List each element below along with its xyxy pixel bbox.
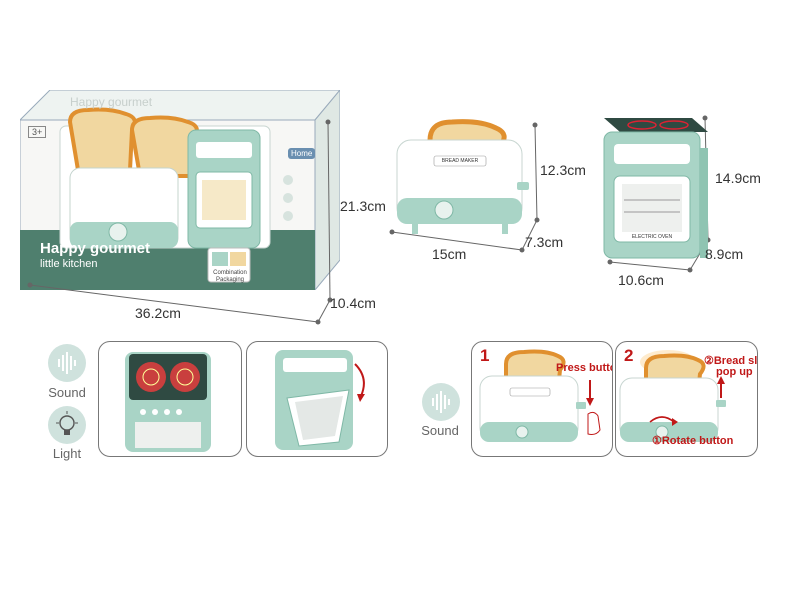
toaster-depth-label: 7.3cm: [525, 234, 564, 250]
light-bulb-icon: [56, 411, 78, 435]
step1-instruction: Press button: [556, 362, 612, 374]
oven-product: ELECTRIC OVEN: [596, 108, 716, 268]
age-badge: 3+: [28, 126, 47, 138]
box-width-label: 36.2cm: [135, 305, 181, 321]
oven-width-label: 10.6cm: [618, 272, 664, 288]
toaster-product: BREAD MAKER: [392, 110, 532, 240]
box-height-label: 21.3cm: [340, 198, 386, 214]
step2-number: 2: [624, 346, 634, 365]
sound-wave-icon: [58, 352, 76, 374]
product-box-illustration: [20, 90, 340, 290]
step1-number: 1: [480, 346, 490, 365]
oven-height-label: 14.9cm: [715, 170, 761, 186]
sound-label: Sound: [48, 385, 86, 400]
oven-depth-label: 8.9cm: [705, 246, 744, 262]
box-subtitle: little kitchen: [40, 258, 98, 270]
toaster-brand-label: BREAD MAKER: [441, 158, 479, 164]
brand-logo: Home: [288, 148, 316, 159]
toaster-height-label: 12.3cm: [540, 162, 586, 178]
oven-door-open-illustration: [275, 350, 365, 450]
step2-instruction-popup-2: pop up: [716, 366, 753, 378]
step2-instruction-popup: ②Bread slices: [704, 355, 758, 367]
product-box: 3+ Home Happy gourmet Happy gourmet litt…: [20, 90, 340, 290]
box-title-faded: Happy gourmet: [70, 95, 153, 109]
inset-caption: Combination Packaging: [213, 270, 247, 283]
step1-toaster-illustration: [479, 349, 601, 442]
step1-panel: 1 Press button: [471, 341, 613, 457]
box-depth-label: 10.4cm: [330, 295, 376, 311]
box-title: Happy gourmet: [40, 240, 151, 257]
sound-wave-icon: [432, 391, 450, 413]
light-feature-circle: [48, 406, 86, 444]
oven-illustration: [603, 118, 708, 259]
step2-toaster-illustration: [619, 350, 726, 442]
toaster-illustration: [396, 119, 529, 234]
toaster-width-label: 15cm: [432, 246, 467, 262]
step2-panel: 2 ②Bread slices pop up ①Rotate button: [615, 341, 758, 457]
step2-instruction-rotate: ①Rotate button: [652, 435, 734, 447]
oven-brand-label: ELECTRIC OVEN: [631, 234, 673, 240]
oven-top-light-panel: [98, 341, 242, 457]
sound-feature-circle: [48, 344, 86, 382]
oven-door-panel: [246, 341, 388, 457]
sound-feature-circle-2: [422, 383, 460, 421]
light-label: Light: [52, 446, 82, 461]
sound-label-2: Sound: [421, 423, 459, 438]
oven-hotplates-illustration: [125, 352, 211, 452]
